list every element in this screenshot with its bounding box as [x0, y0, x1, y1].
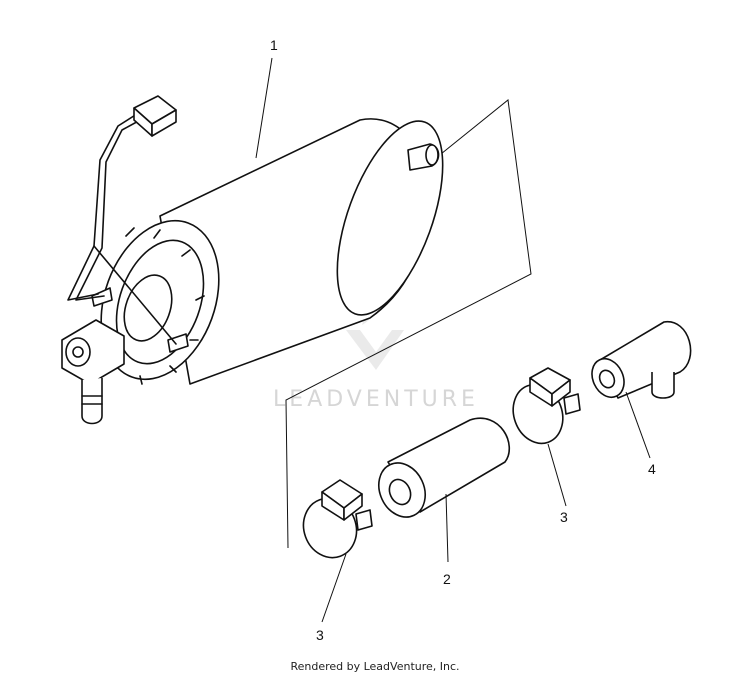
leader-lines	[255, 57, 651, 623]
watermark-text: LEADVENTURE	[273, 387, 479, 412]
fuel-pump	[61, 95, 444, 425]
hose-clamp-right	[512, 367, 581, 445]
leadventure-watermark: LEADVENTURE	[273, 292, 479, 412]
callout-2: 2	[443, 571, 451, 587]
callout-1: 1	[270, 37, 278, 53]
callout-3-right: 3	[560, 509, 568, 525]
hose-clamp-left	[302, 479, 373, 559]
assembly-bracket	[285, 99, 532, 549]
elbow-fitting	[591, 321, 692, 399]
rendered-by-credit: Rendered by LeadVenture, Inc.	[290, 660, 460, 673]
fuel-hose	[378, 417, 511, 518]
callout-4: 4	[648, 461, 656, 477]
callout-3-left: 3	[316, 627, 324, 643]
